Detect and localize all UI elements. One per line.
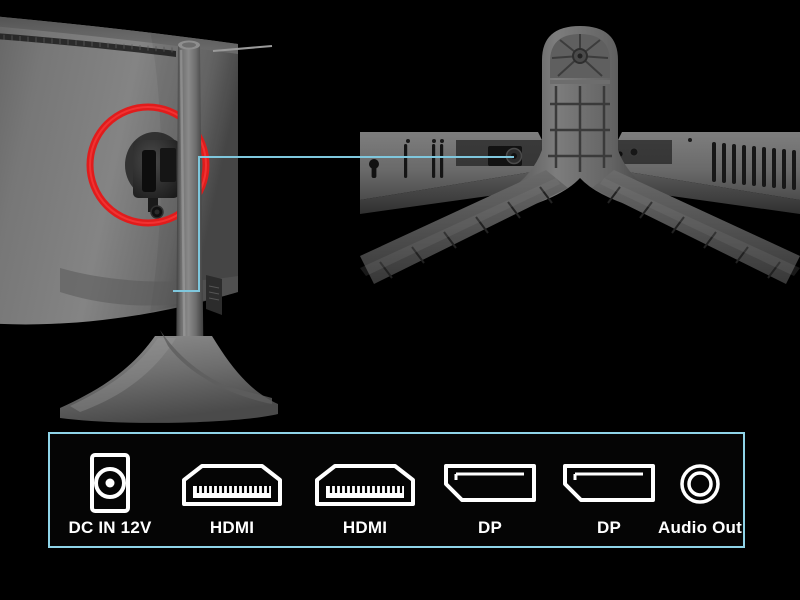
stand-mount-block (125, 132, 185, 219)
rear-accent-line (212, 45, 273, 52)
port-label-dp-1: DP (477, 518, 503, 537)
port-label-hdmi-1: HDMI (209, 518, 255, 537)
rear-vent-strip (0, 33, 176, 57)
hdmi-port-icon[interactable] (180, 458, 284, 508)
port-label-hdmi-2: HDMI (342, 518, 388, 537)
port-label-dc-in: DC IN 12V (68, 518, 152, 537)
monitor-rear-view (0, 16, 278, 423)
internal-ribs (548, 86, 612, 172)
port-label-audio-out: Audio Out (658, 518, 742, 537)
highlighted-port (488, 146, 523, 166)
stand-base-foot (60, 330, 278, 423)
inset-vent-slots (712, 142, 796, 190)
port-label-dp-2: DP (596, 518, 622, 537)
displayport-icon[interactable] (561, 462, 657, 504)
inset-stand-neck (500, 26, 660, 214)
stand-mount-closeup-inset (360, 26, 800, 284)
audio-jack-icon[interactable] (678, 462, 722, 506)
cable-clip (206, 275, 222, 315)
dc-power-icon[interactable] (81, 452, 139, 514)
displayport-icon[interactable] (442, 462, 538, 504)
hdmi-port-icon[interactable] (313, 458, 417, 508)
